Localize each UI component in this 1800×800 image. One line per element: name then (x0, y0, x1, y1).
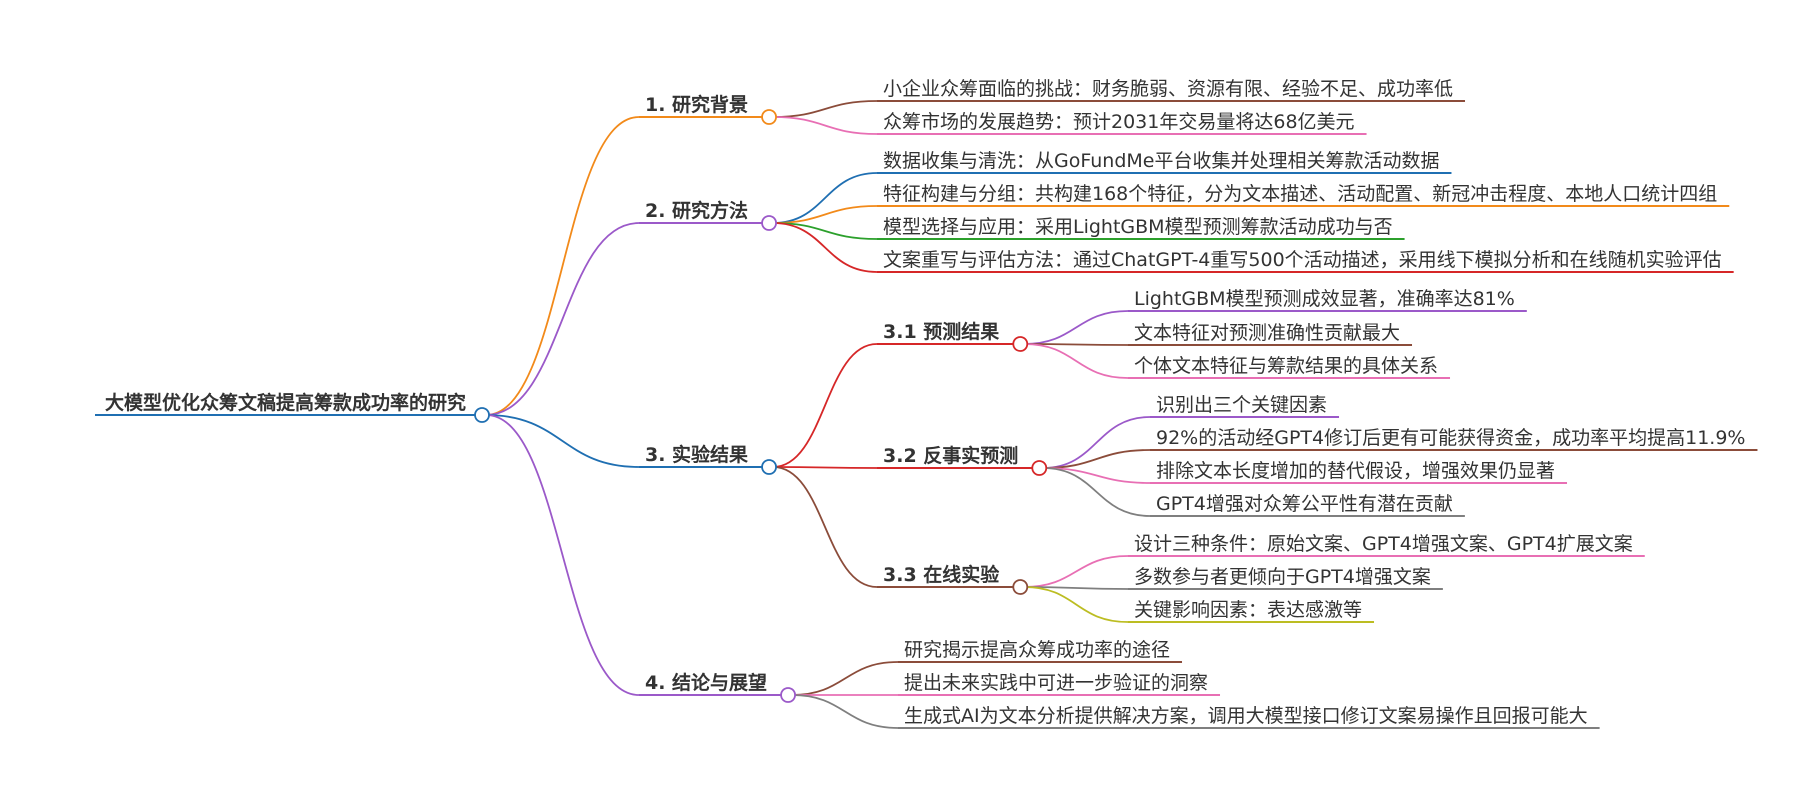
connector-line (792, 694, 899, 729)
collapse-toggle-icon[interactable] (1012, 579, 1029, 595)
branch-background[interactable]: 1. 研究背景 (645, 93, 748, 116)
collapse-toggle-icon[interactable] (761, 215, 777, 231)
connector-line (773, 222, 878, 240)
leaf-methods-data[interactable]: 数据收集与清洗：从GoFundMe平台收集并处理相关筹款活动数据 (883, 150, 1439, 172)
leaf-prediction-accuracy[interactable]: LightGBM模型预测成效显著，准确率达81% (1134, 288, 1515, 310)
connector-line (773, 343, 878, 468)
leaf-counterfactual-gpt4[interactable]: 92%的活动经GPT4修订后更有可能获得资金，成功率平均提高11.9% (1156, 427, 1745, 449)
collapse-toggle-icon[interactable] (1012, 336, 1029, 352)
leaf-background-challenges[interactable]: 小企业众筹面临的挑战：财务脆弱、资源有限、经验不足、成功率低 (883, 78, 1453, 100)
leaf-online-conditions[interactable]: 设计三种条件：原始文案、GPT4增强文案、GPT4扩展文案 (1134, 533, 1633, 555)
leaf-online-factors[interactable]: 关键影响因素：表达感激等 (1134, 599, 1362, 621)
connector-line (773, 205, 878, 224)
collapse-toggle-icon[interactable] (1031, 460, 1048, 476)
leaf-online-preference[interactable]: 多数参与者更倾向于GPT4增强文案 (1134, 566, 1431, 588)
leaf-methods-rewrite[interactable]: 文案重写与评估方法：通过ChatGPT-4重写500个活动描述，采用线下模拟分析… (883, 249, 1722, 271)
connector-line (486, 222, 640, 416)
leaf-conclusion-insights[interactable]: 提出未来实践中可进一步验证的洞察 (904, 672, 1208, 694)
leaf-counterfactual-factors[interactable]: 识别出三个关键因素 (1156, 394, 1327, 416)
collapse-toggle-icon[interactable] (780, 687, 796, 703)
subbranch-counterfactual[interactable]: 3.2 反事实预测 (883, 444, 1018, 467)
connector-line (1024, 343, 1129, 379)
connector-line (1024, 310, 1129, 345)
connector-line (773, 222, 878, 273)
leaf-methods-features[interactable]: 特征构建与分组：共构建168个特征，分为文本描述、活动配置、新冠冲击程度、本地人… (883, 183, 1717, 205)
connector-line (1024, 555, 1129, 588)
leaf-conclusion-genai[interactable]: 生成式AI为文本分析提供解决方案，调用大模型接口修订文案易操作且回报可能大 (904, 705, 1588, 727)
connector-line (1024, 343, 1129, 346)
collapse-toggle-icon[interactable] (474, 407, 490, 423)
connector-line (773, 466, 878, 588)
connector-line (1043, 467, 1151, 517)
connector-line (792, 661, 899, 696)
branch-methods[interactable]: 2. 研究方法 (645, 199, 748, 222)
connector-line (486, 414, 640, 468)
mindmap-edges (486, 100, 1151, 729)
subbranch-prediction[interactable]: 3.1 预测结果 (883, 320, 999, 343)
collapse-toggle-icon[interactable] (761, 109, 777, 125)
connector-line (1043, 449, 1151, 469)
connector-line (1024, 586, 1129, 623)
leaf-counterfactual-fairness[interactable]: GPT4增强对众筹公平性有潜在贡献 (1156, 493, 1453, 515)
mindmap-collapse-knobs (474, 109, 1048, 703)
leaf-prediction-text-contribution[interactable]: 文本特征对预测准确性贡献最大 (1134, 322, 1400, 344)
connector-line (773, 466, 878, 469)
leaf-background-trend[interactable]: 众筹市场的发展趋势：预计2031年交易量将达68亿美元 (883, 111, 1355, 133)
leaf-counterfactual-length[interactable]: 排除文本长度增加的替代假设，增强效果仍显著 (1156, 460, 1555, 482)
mindmap-labels: 大模型优化众筹文稿提高筹款成功率的研究 1. 研究背景 小企业众筹面临的挑战：财… (105, 78, 1745, 727)
branch-results[interactable]: 3. 实验结果 (645, 443, 748, 466)
collapse-toggle-icon[interactable] (761, 459, 777, 475)
connector-line (486, 116, 640, 416)
mindmap-underlines (95, 100, 1758, 729)
connector-line (1024, 586, 1129, 590)
connector-line (773, 116, 878, 135)
branch-conclusion[interactable]: 4. 结论与展望 (645, 671, 767, 694)
root-topic[interactable]: 大模型优化众筹文稿提高筹款成功率的研究 (105, 391, 466, 414)
leaf-prediction-relationship[interactable]: 个体文本特征与筹款结果的具体关系 (1134, 355, 1438, 377)
subbranch-online-experiment[interactable]: 3.3 在线实验 (883, 563, 1000, 586)
leaf-methods-model[interactable]: 模型选择与应用：采用LightGBM模型预测筹款活动成功与否 (883, 216, 1393, 238)
connector-line (773, 100, 878, 118)
connector-line (1043, 467, 1151, 484)
leaf-conclusion-path[interactable]: 研究揭示提高众筹成功率的途径 (904, 639, 1170, 661)
connector-line (773, 172, 878, 224)
connector-line (1043, 416, 1151, 469)
connector-line (486, 414, 640, 696)
